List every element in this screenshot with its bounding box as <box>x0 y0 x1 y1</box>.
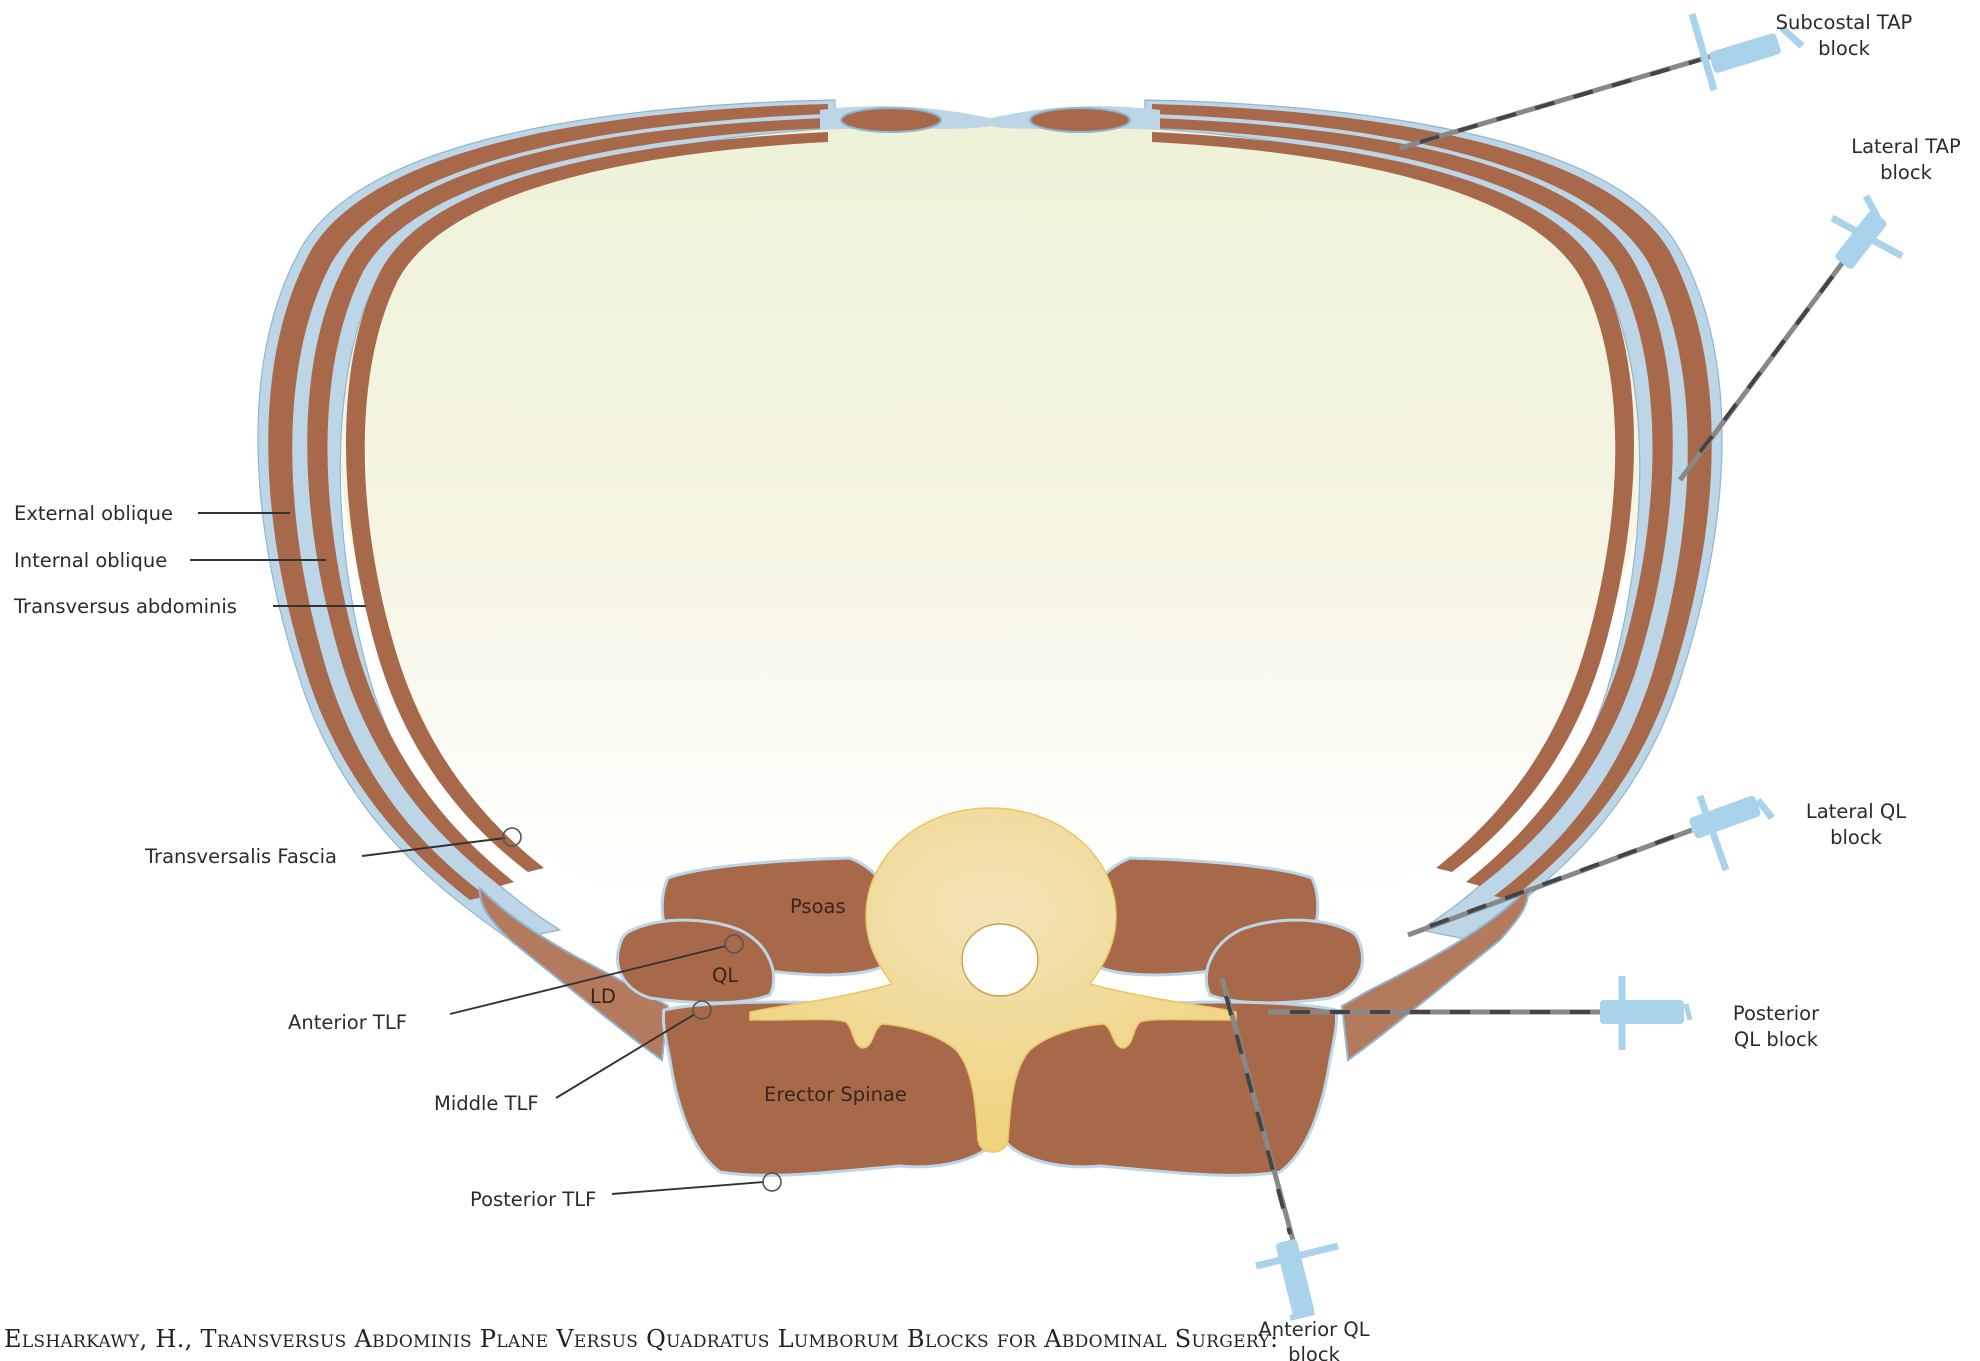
svg-text:Subcostal TAP: Subcostal TAP <box>1776 11 1913 34</box>
subcostal-tap-block-label: Subcostal TAP block <box>1776 11 1913 60</box>
svg-text:block: block <box>1830 826 1882 849</box>
svg-text:block: block <box>1818 37 1870 60</box>
svg-text:QL block: QL block <box>1734 1028 1819 1051</box>
transversalis-fascia-label: Transversalis Fascia <box>144 845 337 868</box>
posterior-tlf-label: Posterior TLF <box>470 1188 596 1211</box>
external-oblique-label: External oblique <box>14 502 173 525</box>
erector-spinae-label: Erector Spinae <box>764 1083 907 1106</box>
latissimus-dorsi-right <box>1342 888 1528 1060</box>
middle-tlf-label: Middle TLF <box>434 1092 539 1115</box>
svg-text:block: block <box>1288 1343 1340 1361</box>
posterior-tlf-leader <box>612 1182 764 1194</box>
transversus-abdominis-label: Transversus abdominis <box>13 595 237 618</box>
svg-text:Posterior: Posterior <box>1733 1002 1820 1025</box>
abdominal-cavity <box>340 122 1650 900</box>
svg-text:Lateral QL: Lateral QL <box>1806 800 1906 823</box>
svg-text:Lateral TAP: Lateral TAP <box>1851 135 1961 158</box>
internal-oblique-label: Internal oblique <box>14 549 167 572</box>
lateral-tap-block-label: Lateral TAP block <box>1851 135 1961 184</box>
psoas-label: Psoas <box>790 895 846 918</box>
ql-label: QL <box>712 964 738 987</box>
lateral-ql-block-label: Lateral QL block <box>1806 800 1906 849</box>
spinal-canal <box>962 924 1038 996</box>
posterior-ql-block-label: Posterior QL block <box>1733 1002 1820 1051</box>
subcostal-tap-needle <box>1400 14 1802 148</box>
svg-text:block: block <box>1880 161 1932 184</box>
anterior-tlf-label: Anterior TLF <box>288 1011 407 1034</box>
figure-caption: Elsharkawy, H., Transversus Abdominis Pl… <box>4 1325 1278 1353</box>
ld-label: LD <box>590 985 616 1008</box>
lateral-tap-needle <box>1680 196 1902 480</box>
